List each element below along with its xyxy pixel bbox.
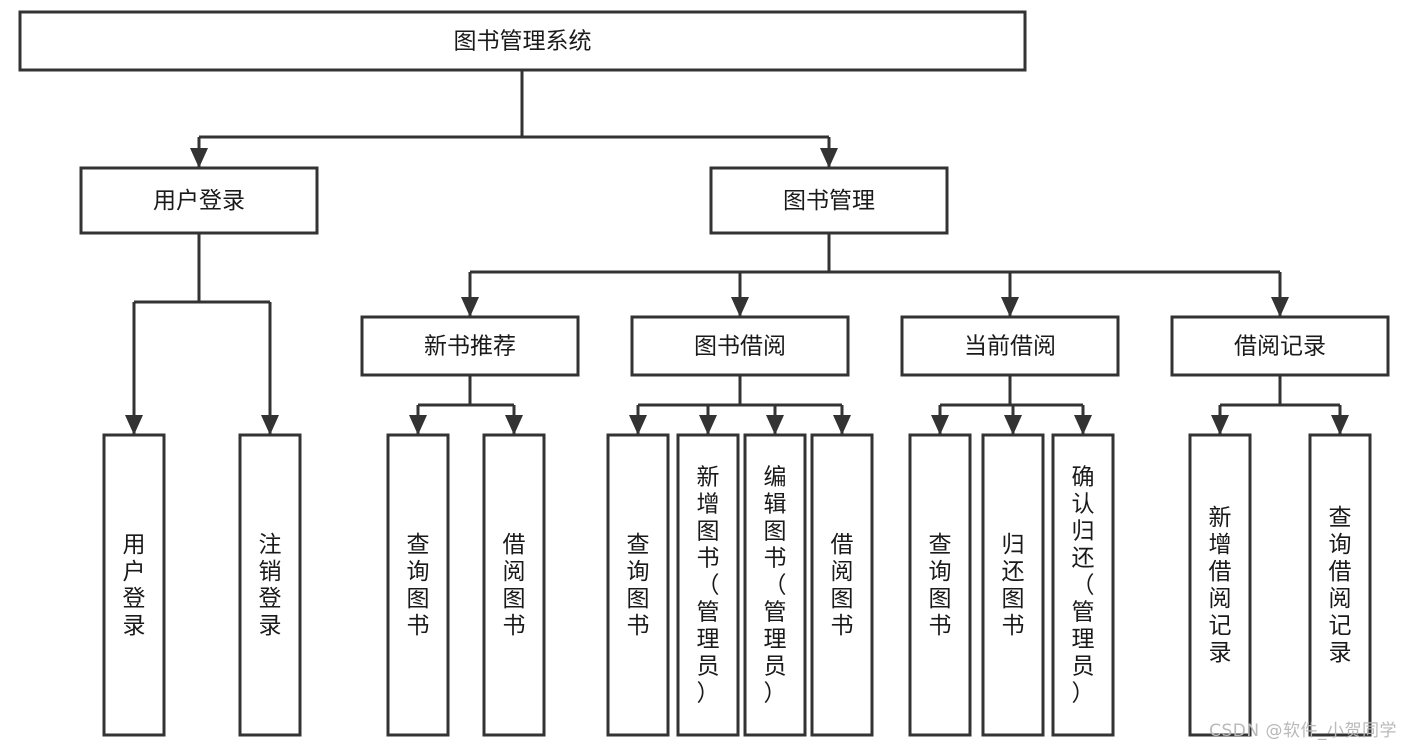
node-level1-1[interactable]: 图书管理 (709, 166, 949, 235)
node-leaf-10-box[interactable] (1051, 433, 1115, 737)
node-leaf-3[interactable]: 借阅图书 (482, 433, 546, 737)
node-level1-0-label: 用户登录 (153, 188, 245, 214)
arrow-head-icon (1211, 415, 1229, 435)
node-leaf-4-box[interactable] (606, 433, 670, 737)
arrow-head-icon (409, 415, 427, 435)
node-leaf-5-label: 新增图书（管理员） (697, 465, 720, 707)
arrow-head-icon (1074, 415, 1092, 435)
node-leaf-0-box[interactable] (102, 433, 166, 737)
node-leaf-6-box[interactable] (743, 433, 807, 737)
node-leaf-10[interactable]: 确认归还（管理员） (1051, 433, 1115, 737)
node-level1-0[interactable]: 用户登录 (79, 166, 319, 235)
arrow-head-icon (1271, 297, 1289, 317)
node-leaf-6[interactable]: 编辑图书（管理员） (743, 433, 807, 737)
node-leaf-8[interactable]: 查询图书 (908, 433, 972, 737)
arrow-head-icon (461, 297, 479, 317)
node-leaf-3-label: 借阅图书 (503, 532, 526, 639)
arrow-head-icon (125, 415, 143, 435)
node-level2-0-label: 新书推荐 (424, 334, 516, 360)
node-root-0-label: 图书管理系统 (454, 29, 592, 55)
node-level2-2[interactable]: 当前借阅 (900, 315, 1120, 377)
node-leaf-4[interactable]: 查询图书 (606, 433, 670, 737)
node-root-0[interactable]: 图书管理系统 (18, 10, 1027, 72)
node-leaf-12[interactable]: 查询借阅记录 (1308, 433, 1372, 737)
arrow-head-icon (1004, 415, 1022, 435)
node-leaf-11[interactable]: 新增借阅记录 (1188, 433, 1252, 737)
node-leaf-2[interactable]: 查询图书 (386, 433, 450, 737)
node-level2-2-label: 当前借阅 (964, 334, 1056, 360)
node-leaf-9[interactable]: 归还图书 (981, 433, 1045, 737)
node-leaf-1[interactable]: 注销登录 (238, 433, 302, 737)
node-leaf-0[interactable]: 用户登录 (102, 433, 166, 737)
arrow-head-icon (1001, 297, 1019, 317)
node-leaf-7-label: 借阅图书 (831, 532, 854, 639)
node-level2-1-label: 图书借阅 (694, 334, 786, 360)
arrow-head-icon (1331, 415, 1349, 435)
node-leaf-3-box[interactable] (482, 433, 546, 737)
node-level2-0[interactable]: 新书推荐 (360, 315, 580, 377)
node-leaf-9-label: 归还图书 (1002, 532, 1025, 639)
node-leaf-6-label: 编辑图书（管理员） (764, 465, 787, 707)
node-level1-0-box[interactable] (79, 166, 319, 235)
node-level1-1-box[interactable] (709, 166, 949, 235)
arrow-head-icon (766, 415, 784, 435)
arrow-head-icon (699, 415, 717, 435)
node-leaf-8-label: 查询图书 (929, 532, 952, 639)
arrow-head-icon (731, 297, 749, 317)
node-leaf-5[interactable]: 新增图书（管理员） (676, 433, 740, 737)
arrow-head-icon (261, 415, 279, 435)
node-leaf-12-label: 查询借阅记录 (1329, 505, 1352, 666)
node-leaf-1-box[interactable] (238, 433, 302, 737)
node-leaf-2-label: 查询图书 (407, 532, 430, 639)
node-leaf-7[interactable]: 借阅图书 (810, 433, 874, 737)
node-level2-3-label: 借阅记录 (1234, 334, 1326, 360)
node-root-0-box[interactable] (18, 10, 1027, 72)
nodes-layer: 图书管理系统用户登录图书管理新书推荐图书借阅当前借阅借阅记录用户登录注销登录查询… (18, 10, 1390, 737)
node-leaf-5-box[interactable] (676, 433, 740, 737)
node-level2-0-box[interactable] (360, 315, 580, 377)
node-level2-1[interactable]: 图书借阅 (630, 315, 850, 377)
arrow-head-icon (931, 415, 949, 435)
node-level2-1-box[interactable] (630, 315, 850, 377)
arrow-head-icon (629, 415, 647, 435)
node-leaf-10-label: 确认归还（管理员） (1072, 465, 1095, 707)
node-level1-1-label: 图书管理 (783, 188, 875, 214)
arrow-head-icon (190, 148, 208, 168)
arrow-head-icon (820, 148, 838, 168)
arrow-head-icon (505, 415, 523, 435)
node-leaf-9-box[interactable] (981, 433, 1045, 737)
node-level2-3-box[interactable] (1170, 315, 1390, 377)
node-leaf-2-box[interactable] (386, 433, 450, 737)
node-leaf-0-label: 用户登录 (123, 532, 146, 639)
node-leaf-8-box[interactable] (908, 433, 972, 737)
connectors-layer (125, 70, 1349, 435)
arrow-head-icon (833, 415, 851, 435)
node-level2-3[interactable]: 借阅记录 (1170, 315, 1390, 377)
node-leaf-1-label: 注销登录 (259, 532, 282, 639)
node-leaf-7-box[interactable] (810, 433, 874, 737)
node-leaf-11-box[interactable] (1188, 433, 1252, 737)
node-level2-2-box[interactable] (900, 315, 1120, 377)
node-leaf-4-label: 查询图书 (627, 532, 650, 639)
node-leaf-11-label: 新增借阅记录 (1209, 505, 1232, 666)
node-leaf-12-box[interactable] (1308, 433, 1372, 737)
